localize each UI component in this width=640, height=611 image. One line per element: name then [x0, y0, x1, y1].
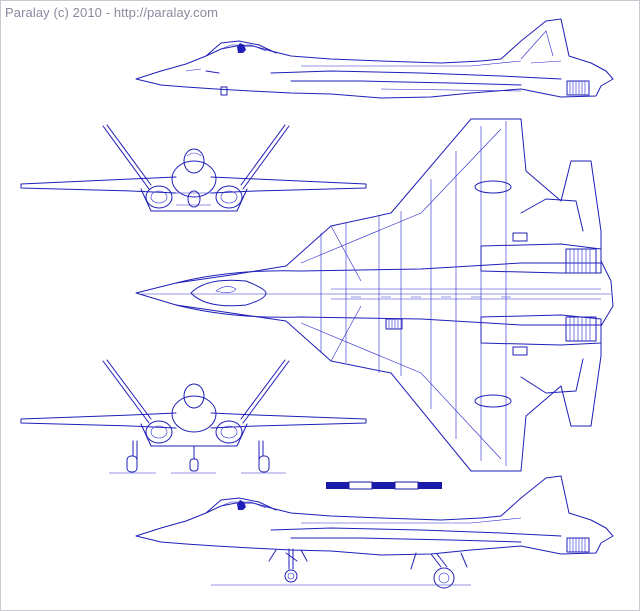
front-view-clean — [20, 124, 367, 212]
scale-bar — [326, 481, 442, 490]
plan-view — [135, 118, 614, 472]
side-view-top — [135, 18, 614, 99]
front-view-gear-down — [20, 359, 367, 474]
watermark-text: Paralay (c) 2010 - http://paralay.com — [5, 5, 218, 20]
side-view-gear-down — [135, 475, 614, 589]
